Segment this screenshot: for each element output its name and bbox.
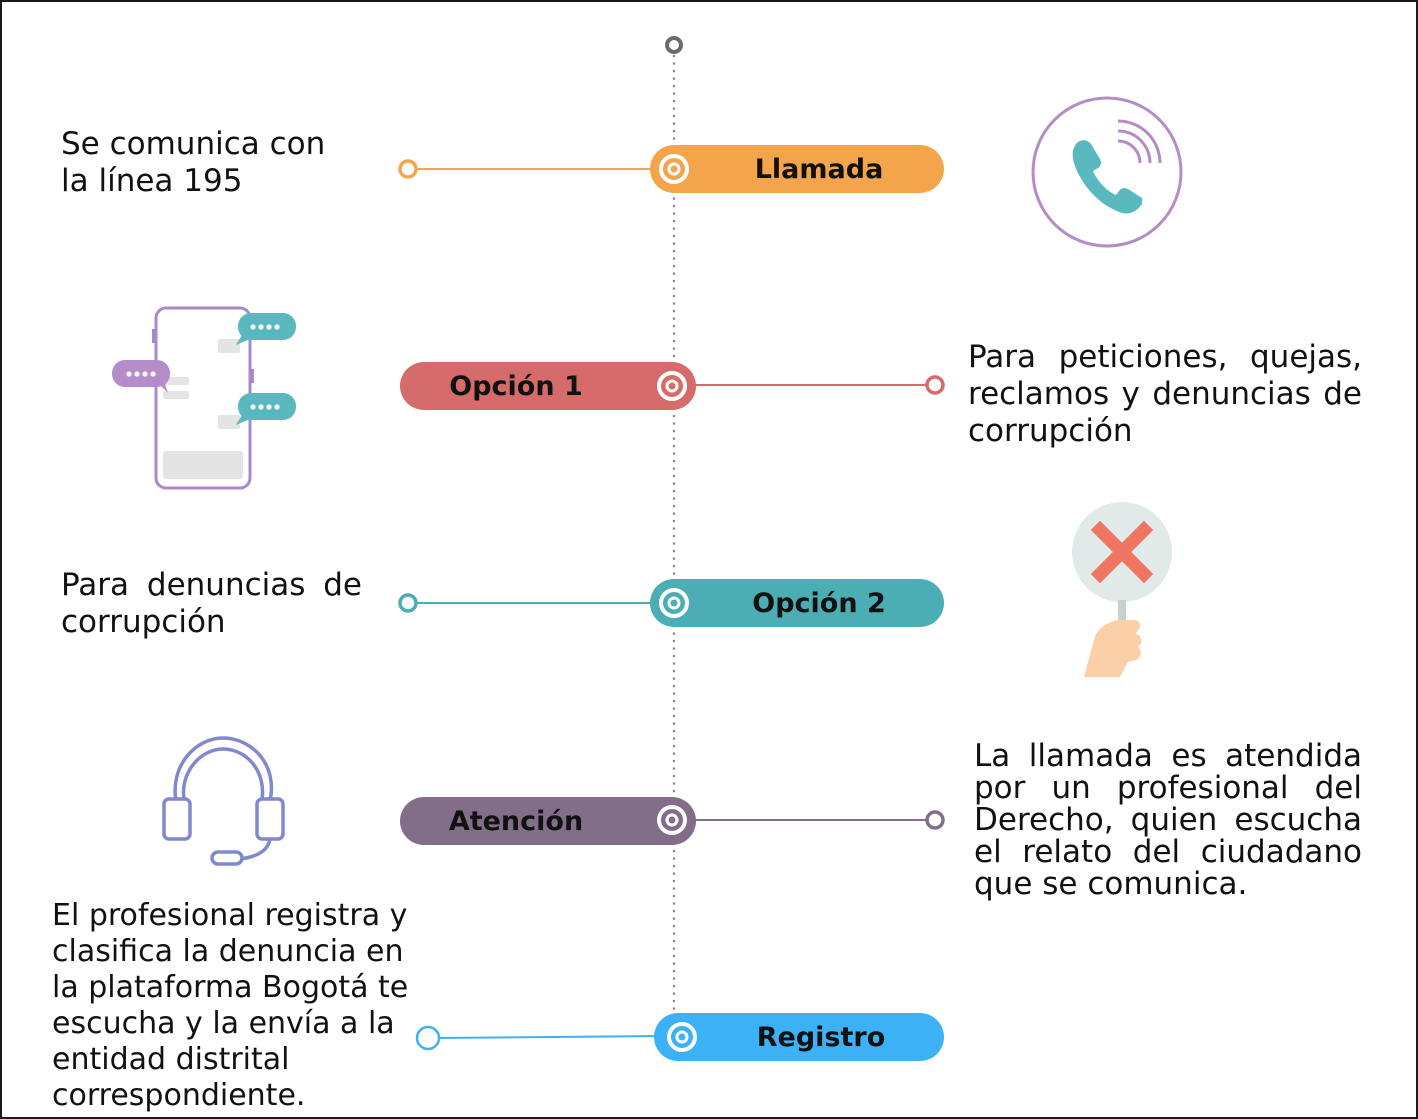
step-pill-opcion-2: Opción 2 bbox=[650, 579, 944, 627]
step-label-atencion: Atención bbox=[448, 805, 584, 837]
step-pill-opcion-1: Opción 1 bbox=[400, 362, 696, 410]
marker-atencion bbox=[657, 805, 687, 835]
marker-registro bbox=[667, 1022, 697, 1052]
marker-llamada bbox=[659, 154, 689, 184]
connector-end-opcion-1 bbox=[925, 375, 945, 395]
step-text-registro: El profesional registra y clasifica la d… bbox=[52, 898, 409, 1113]
connector-end-registro bbox=[415, 1025, 441, 1051]
reject-sign-icon bbox=[1072, 502, 1172, 677]
step-pill-llamada: Llamada bbox=[650, 145, 944, 193]
timeline-start-ring bbox=[665, 36, 683, 54]
connector-end-llamada bbox=[398, 159, 418, 179]
marker-opcion-1 bbox=[657, 371, 687, 401]
step-label-opcion-1: Opción 1 bbox=[449, 370, 583, 402]
step-pill-atencion: Atención bbox=[400, 797, 696, 845]
marker-opcion-2 bbox=[659, 588, 689, 618]
step-text-atencion: La llamada es atendida por un profesiona… bbox=[974, 738, 1362, 902]
chat-phone-icon bbox=[112, 306, 296, 490]
step-label-llamada: Llamada bbox=[754, 153, 884, 185]
connector-registro bbox=[437, 1035, 665, 1039]
step-pill-registro: Registro bbox=[654, 1013, 944, 1061]
step-text-llamada: Se comunica con la línea 195 bbox=[61, 126, 326, 199]
connector-end-opcion-2 bbox=[398, 593, 418, 613]
step-text-opcion-2: Para denuncias de corrupción bbox=[61, 567, 362, 640]
step-text-opcion-1: Para peticiones, quejas, reclamos y denu… bbox=[968, 339, 1362, 449]
step-label-registro: Registro bbox=[756, 1021, 886, 1053]
headset-icon bbox=[162, 736, 285, 866]
step-label-opcion-2: Opción 2 bbox=[752, 587, 886, 619]
connector-end-atencion bbox=[925, 810, 945, 830]
phone-call-icon bbox=[1031, 96, 1183, 248]
